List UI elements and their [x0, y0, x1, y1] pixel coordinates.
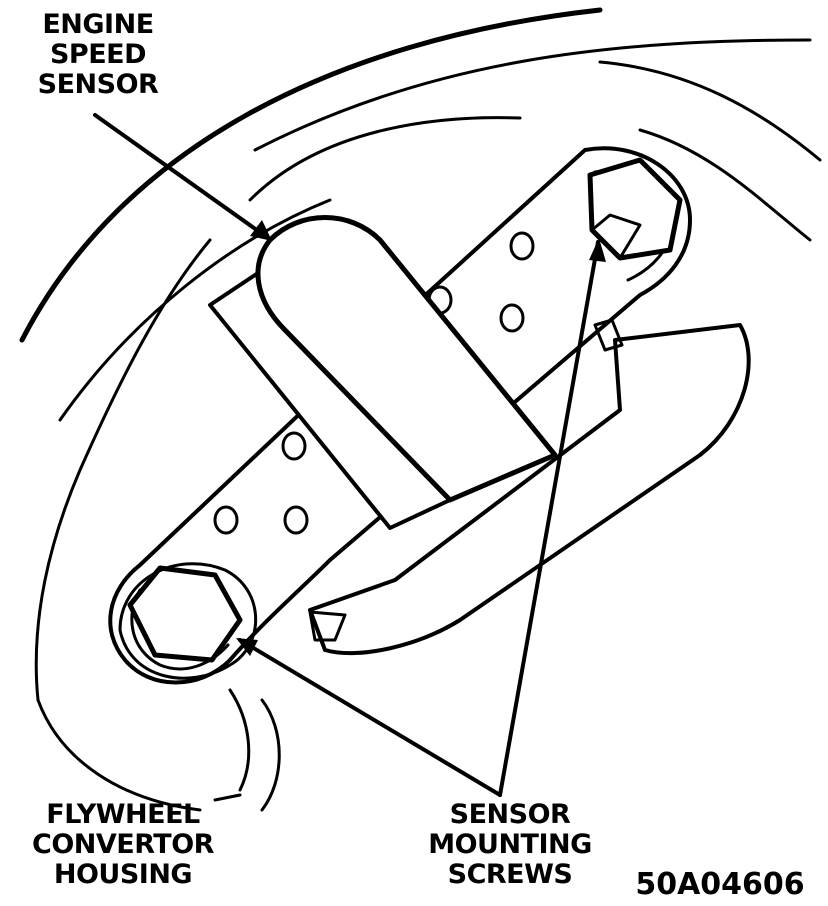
- leader-flywheel: [213, 793, 242, 802]
- housing-edge-lower: [58, 198, 332, 422]
- housing-right-body: [638, 128, 812, 242]
- housing-left-contour: [34, 238, 212, 702]
- label-flywheel-housing: FLYWHEEL CONVERTOR HOUSING: [18, 800, 228, 890]
- arrow-lower-screw: [236, 638, 258, 656]
- lower-screw-washer: [118, 562, 258, 680]
- label-line: SENSOR: [37, 69, 159, 100]
- housing-curve-right: [598, 60, 822, 162]
- label-line: MOUNTING: [428, 829, 592, 860]
- housing-lower-left: [36, 698, 202, 812]
- flywheel-strip: [308, 323, 751, 656]
- lower-screw-head: [127, 565, 243, 663]
- housing-bump: [248, 116, 522, 202]
- housing-inner-arc: [253, 38, 812, 152]
- label-engine-speed-sensor: ENGINE SPEED SENSOR: [18, 10, 178, 100]
- label-line: SENSOR: [449, 799, 571, 830]
- bracket-hole: [509, 231, 535, 261]
- leader-lower-screw: [238, 638, 502, 797]
- label-line: SPEED: [49, 39, 147, 70]
- bracket-hole: [281, 431, 307, 461]
- housing-outer-arc: [19, 7, 603, 343]
- label-line: HOUSING: [53, 859, 193, 890]
- arrow-engine-sensor: [250, 220, 272, 241]
- flywheel-tooth-upper: [593, 318, 624, 352]
- leader-upper-screw: [498, 240, 600, 797]
- bracket-hole: [499, 303, 525, 333]
- leader-engine-sensor: [93, 113, 270, 240]
- housing-swirl-2: [260, 698, 281, 812]
- label-line: SCREWS: [447, 859, 573, 890]
- sensor-body: [255, 215, 558, 503]
- arrow-upper-screw: [589, 238, 606, 262]
- label-line: FLYWHEEL: [46, 799, 200, 830]
- label-sensor-mounting-screws: SENSOR MOUNTING SCREWS: [420, 800, 600, 890]
- figure-id: 50A04606: [635, 867, 805, 902]
- flywheel-tooth: [308, 610, 347, 642]
- bracket-hole: [283, 505, 309, 535]
- label-line: ENGINE: [42, 9, 154, 40]
- label-line: CONVERTOR: [32, 829, 214, 860]
- bracket-hole: [213, 505, 239, 535]
- sensor-body-edge: [283, 328, 452, 502]
- housing-swirl-1: [228, 688, 251, 792]
- upper-screw-facet: [590, 213, 642, 260]
